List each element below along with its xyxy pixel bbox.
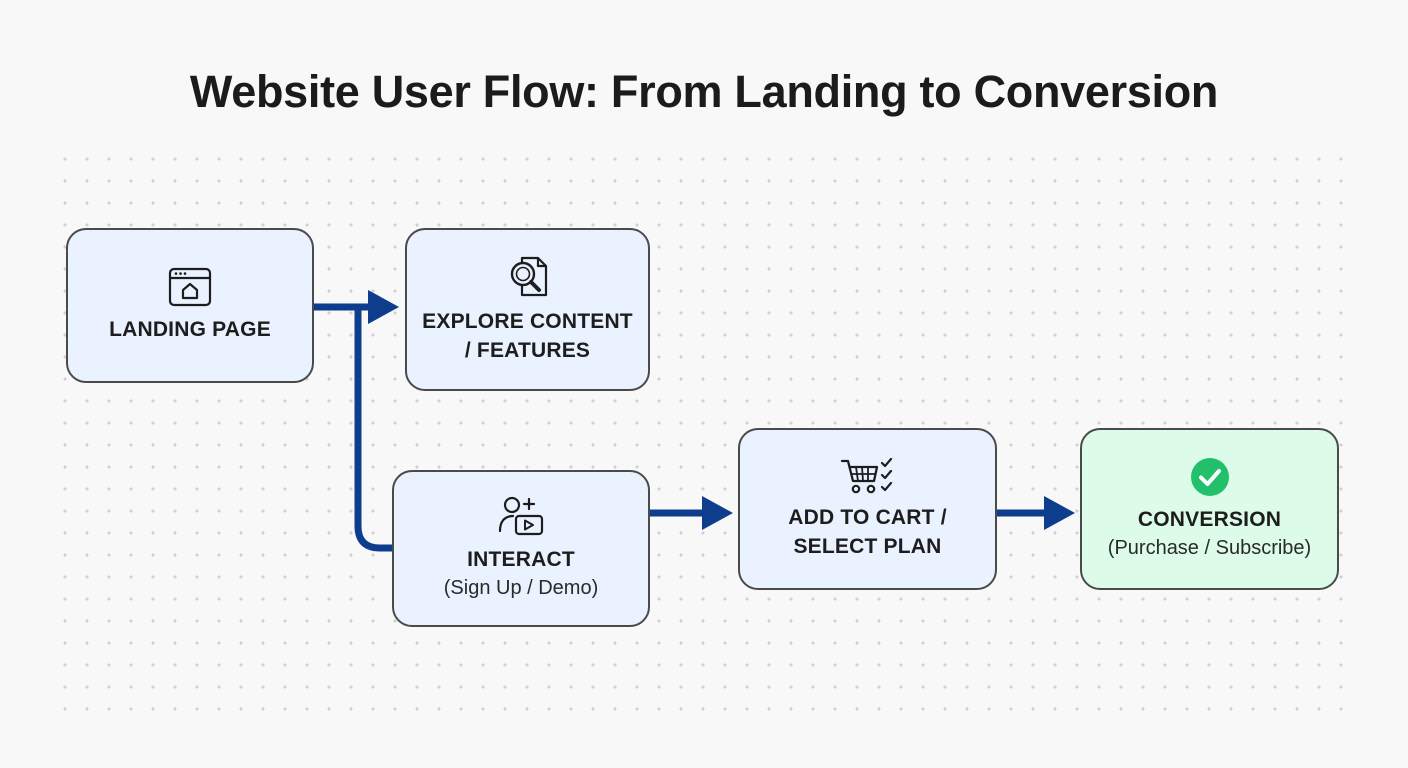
node-explore-content: EXPLORE CONTENT / FEATURES xyxy=(405,228,650,391)
cart-checklist-icon xyxy=(840,457,892,494)
node-conversion-label: CONVERSION xyxy=(1137,507,1282,531)
node-interact-label: INTERACT xyxy=(467,548,575,571)
node-cart-label-line1: ADD TO CART / xyxy=(788,506,947,529)
node-interact: INTERACT (Sign Up / Demo) xyxy=(392,470,650,627)
user-add-video-icon xyxy=(498,496,544,536)
connector-landing-to-interact xyxy=(354,307,392,552)
arrowhead-to-explore xyxy=(368,290,399,324)
arrowhead-to-conversion xyxy=(1044,496,1075,530)
node-conversion-sublabel: (Purchase / Subscribe) xyxy=(1107,536,1312,559)
node-landing-page: LANDING PAGE xyxy=(66,228,314,383)
arrowhead-to-cart xyxy=(702,496,733,530)
node-interact-sublabel: (Sign Up / Demo) xyxy=(443,577,599,599)
diagram-title: Website User Flow: From Landing to Conve… xyxy=(189,66,1219,117)
check-circle-icon xyxy=(1190,457,1229,496)
node-landing-label: LANDING PAGE xyxy=(109,318,271,341)
node-cart-label-line2: SELECT PLAN xyxy=(793,535,942,558)
node-explore-label-line1: EXPLORE CONTENT xyxy=(422,309,633,333)
search-document-icon xyxy=(510,256,547,296)
node-conversion: CONVERSION (Purchase / Subscribe) xyxy=(1080,428,1339,590)
node-explore-label-line2: / FEATURES xyxy=(464,338,591,362)
node-add-to-cart: ADD TO CART / SELECT PLAN xyxy=(738,428,997,590)
browser-home-icon xyxy=(168,267,212,307)
